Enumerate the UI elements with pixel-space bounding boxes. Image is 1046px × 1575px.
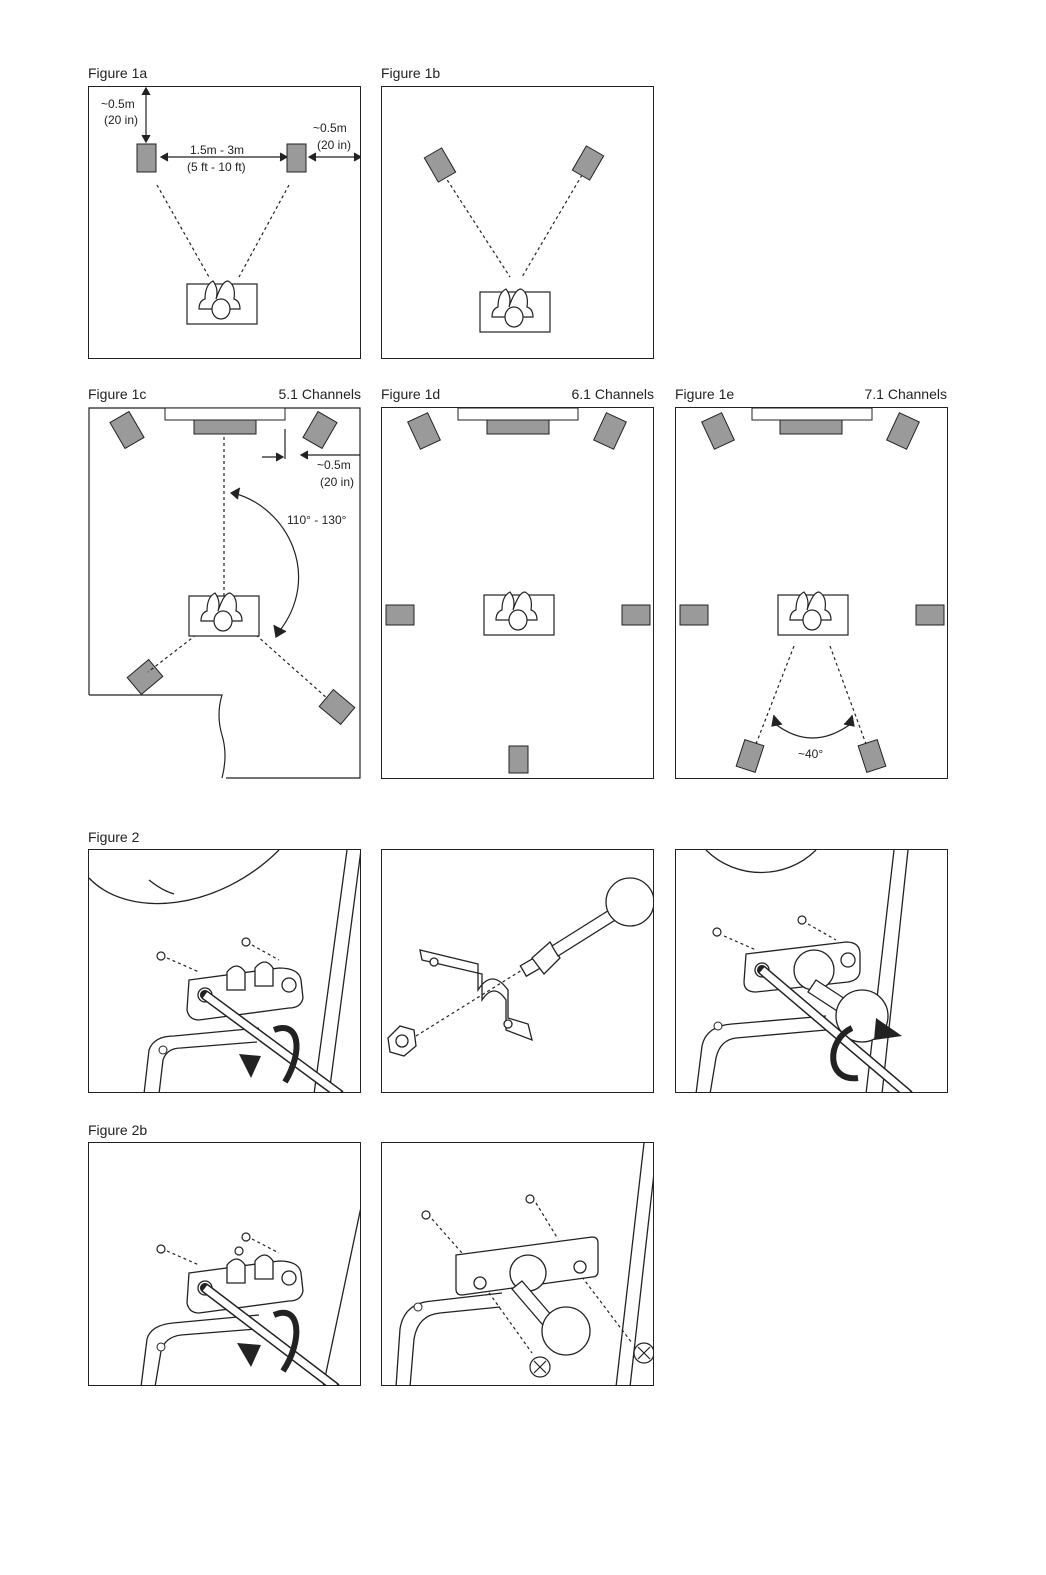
figure-1c-label: Figure 1c xyxy=(88,386,146,402)
center-speaker xyxy=(487,420,549,434)
left-speaker xyxy=(137,144,156,172)
figure-1d-label: Figure 1d xyxy=(381,386,440,402)
figure-1c-channels: 5.1 Channels xyxy=(240,386,361,402)
fig1a-dim-top-2: (20 in) xyxy=(104,113,138,127)
figure-1b-label: Figure 1b xyxy=(381,65,440,81)
front-left-speaker xyxy=(702,413,735,449)
figure-1e-panel: ~40° xyxy=(675,407,948,779)
fig1c-dim-2: (20 in) xyxy=(320,475,354,489)
front-left-speaker xyxy=(110,412,144,449)
rear-right-speaker xyxy=(858,740,886,773)
rear-center-speaker xyxy=(509,746,528,773)
fig1a-dim-side-1: ~0.5m xyxy=(313,121,347,135)
fig1c-angle: 110° - 130° xyxy=(287,513,347,527)
side-left-speaker xyxy=(680,605,708,625)
figure-1e-label: Figure 1e xyxy=(675,386,734,402)
center-speaker xyxy=(780,420,842,434)
fig1a-dim-mid-2: (5 ft - 10 ft) xyxy=(187,160,246,174)
figure-1a-label: Figure 1a xyxy=(88,65,147,81)
fig1a-dim-mid-1: 1.5m - 3m xyxy=(190,143,244,157)
front-right-speaker xyxy=(594,413,627,449)
side-left-speaker xyxy=(386,605,414,625)
side-right-speaker xyxy=(916,605,944,625)
mounting-stud xyxy=(520,878,654,976)
figure-2-panel-2 xyxy=(381,849,654,1093)
figure-1a-panel: ~0.5m (20 in) 1.5m - 3m (5 ft - 10 ft) ~… xyxy=(88,86,361,359)
left-speaker xyxy=(424,148,455,182)
right-speaker xyxy=(572,146,603,180)
side-right-speaker xyxy=(622,605,650,625)
fig1a-dim-top-1: ~0.5m xyxy=(101,97,135,111)
rear-left-speaker xyxy=(736,740,764,773)
listener-sofa xyxy=(189,593,259,636)
screen xyxy=(165,408,285,420)
figure-1d-channels: 6.1 Channels xyxy=(533,386,654,402)
figure-1b-panel xyxy=(381,86,654,359)
figure-1c-panel: ~0.5m (20 in) 110° - 130° xyxy=(88,407,361,779)
listener-sofa xyxy=(480,289,550,332)
front-left-speaker xyxy=(408,413,441,449)
figure-2-panel-3 xyxy=(675,849,948,1093)
fig1e-angle: ~40° xyxy=(798,747,823,761)
listener-sofa xyxy=(187,281,257,324)
wall-bracket xyxy=(744,942,888,1042)
figure-1e-channels: 7.1 Channels xyxy=(826,386,947,402)
figure-2b-label: Figure 2b xyxy=(88,1122,147,1138)
figure-2b-panel-2 xyxy=(381,1142,654,1386)
figure-2b-panel-1 xyxy=(88,1142,361,1386)
screen xyxy=(752,408,872,420)
right-speaker xyxy=(287,144,306,172)
fig1a-dim-side-2: (20 in) xyxy=(317,138,351,152)
surround-right-speaker xyxy=(319,690,355,725)
listener-sofa xyxy=(778,592,848,635)
fig1c-dim-1: ~0.5m xyxy=(317,458,351,472)
screen xyxy=(458,408,578,420)
center-speaker xyxy=(194,420,256,434)
figure-1d-panel xyxy=(381,407,654,779)
front-right-speaker xyxy=(887,413,920,449)
figure-2-label: Figure 2 xyxy=(88,829,139,845)
front-right-speaker xyxy=(303,412,337,449)
listener-sofa xyxy=(484,592,554,635)
figure-2-panel-1 xyxy=(88,849,361,1093)
